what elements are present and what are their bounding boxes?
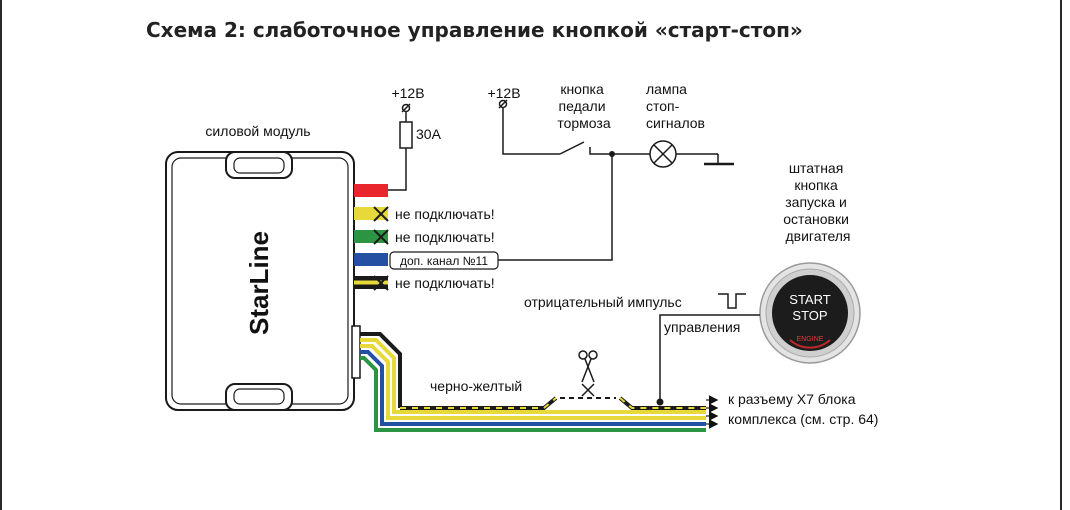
cut-mark-icon	[581, 383, 595, 397]
brake-switch-contact	[559, 141, 585, 155]
power-module: StarLine	[165, 151, 361, 411]
harness-green	[360, 356, 706, 432]
page-title: Схема 2: слаботочное управление кнопкой …	[146, 18, 803, 42]
right-edge	[1060, 0, 1062, 510]
module-mount-bottom	[225, 383, 293, 411]
harness-blue	[360, 350, 706, 426]
control-junction-dot	[656, 398, 664, 406]
engine-label: ENGINE	[797, 336, 824, 343]
brake-circuit	[498, 99, 734, 261]
wire-label-green: не подключать!	[395, 229, 495, 245]
connector-arrows	[706, 395, 719, 429]
aux-channel-label: доп. канал №11	[400, 254, 488, 268]
wire-label-yellow: не подключать!	[395, 206, 495, 222]
fuse-rating-label: 30А	[416, 126, 442, 142]
start-button-description: штатная кнопка запуска и остановки двига…	[783, 160, 853, 244]
brake-voltage-label: +12В	[487, 85, 520, 101]
fuse-circuit	[388, 103, 413, 191]
start-label: START	[789, 292, 830, 307]
not-connected-marks	[373, 206, 389, 291]
connector-label: к разъему X7 блока комплекса (см. стр. 6…	[728, 391, 878, 427]
brake-pedal-label: кнопка педали тормоза	[557, 81, 611, 131]
pulse-label: отрицательный импульс	[524, 294, 682, 310]
harness-black-yellow-left	[400, 396, 558, 410]
stop-lamp-label: лампа стоп- сигналов	[646, 81, 705, 131]
wire-blue	[354, 253, 388, 266]
harness-yellow-2	[360, 344, 706, 420]
start-stop-button: START STOP ENGINE	[759, 262, 861, 364]
stop-label: STOP	[792, 308, 827, 323]
wire-label-black-yellow: не подключать!	[395, 275, 495, 291]
power-module-label: силовой модуль	[205, 123, 310, 139]
pulse-label-2: управления	[664, 319, 740, 335]
control-line	[659, 314, 760, 400]
module-side-connector	[351, 325, 361, 379]
brand-logo: StarLine	[244, 231, 274, 335]
pulse-waveform	[659, 293, 760, 400]
fuse-voltage-label: +12В	[391, 85, 424, 101]
harness	[360, 332, 706, 432]
module-mount-top	[225, 151, 293, 179]
wire-red	[354, 184, 388, 197]
brake-junction-dot	[609, 151, 615, 157]
left-edge	[0, 0, 2, 510]
cut-wire-label: черно-желтый	[430, 378, 522, 394]
scissors-icon	[578, 350, 598, 383]
